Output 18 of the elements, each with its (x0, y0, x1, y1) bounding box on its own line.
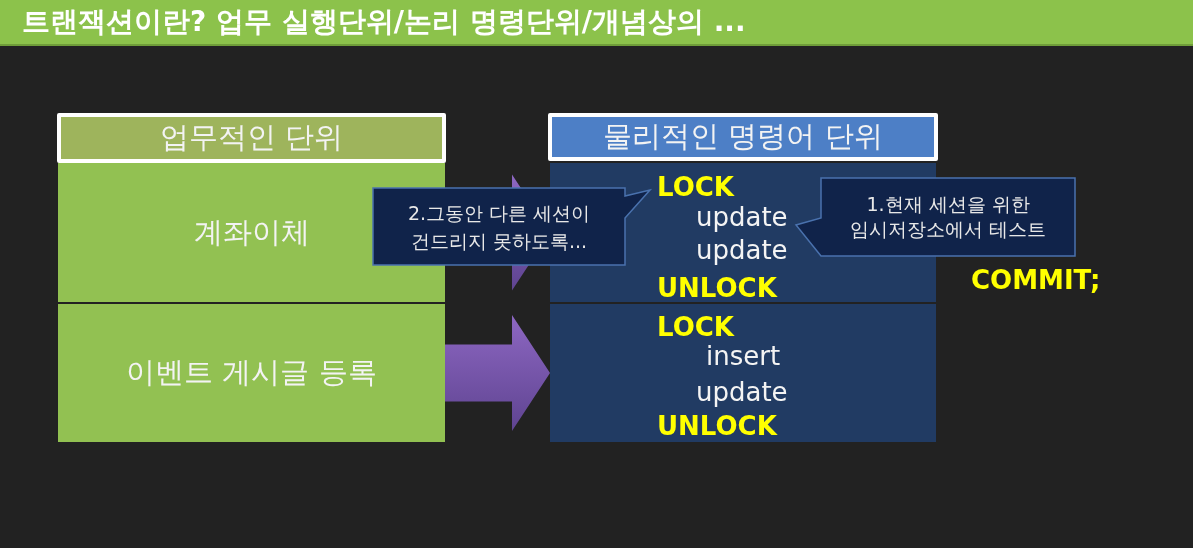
block-arrow (445, 315, 550, 431)
code-text: update (696, 202, 788, 232)
keyword-text: LOCK (657, 172, 734, 202)
callout-tooltip (372, 185, 653, 267)
keyword-text: UNLOCK (657, 273, 777, 303)
keyword-text: UNLOCK (657, 411, 777, 441)
unit-box: 이벤트 게시글 등록 (58, 304, 445, 442)
title-banner: 트랜잭션이란? 업무 실행단위/논리 명령단위/개념상의 ... (0, 0, 1193, 46)
code-text: insert (706, 341, 781, 371)
code-text: update (696, 377, 788, 407)
code-text: update (696, 235, 788, 265)
callout-text: 1.현재 세션을 위한 임시저장소에서 테스트 (848, 192, 1047, 242)
header-box: 업무적인 단위 (57, 113, 446, 163)
code-box (550, 304, 936, 442)
keyword-text: LOCK (657, 312, 734, 342)
keyword-text: COMMIT; (971, 265, 1101, 295)
callout-tooltip (795, 176, 1077, 258)
header-box: 물리적인 명령어 단위 (548, 113, 938, 161)
